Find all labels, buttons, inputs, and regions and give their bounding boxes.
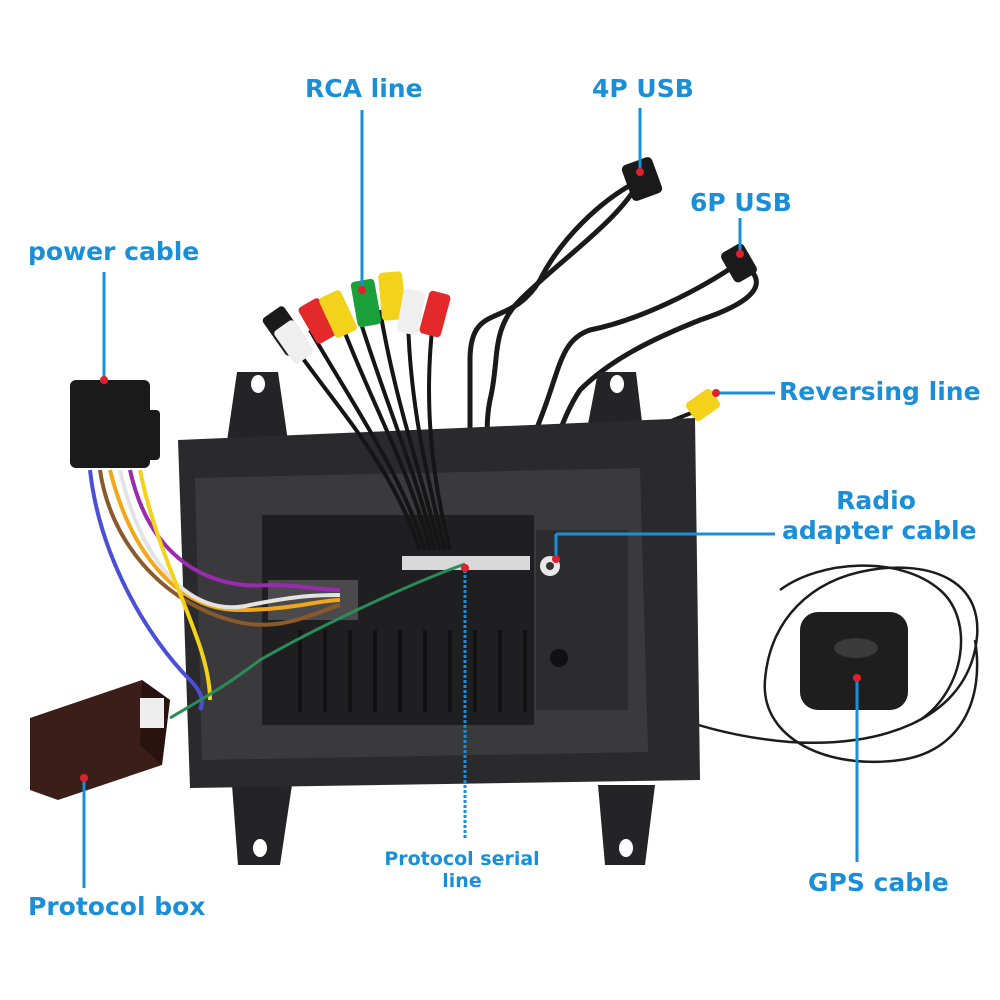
wire-harness xyxy=(88,469,341,711)
label-power-cable: power cable xyxy=(28,237,200,266)
rca-cable-bundle xyxy=(288,309,452,551)
anchor-dot-4p-usb xyxy=(636,168,644,176)
anchor-dot-rca xyxy=(358,286,366,294)
anchor-dot-protocol-box xyxy=(80,774,88,782)
label-radio-adapter-line1: Radio xyxy=(836,486,916,515)
label-reversing-line: Reversing line xyxy=(779,377,981,406)
label-gps-cable: GPS cable xyxy=(808,868,949,897)
label-radio-adapter: Radio adapter cable xyxy=(782,486,977,545)
usb-connectors xyxy=(621,157,757,283)
gps-cable-coil xyxy=(559,564,979,764)
anchor-dot-6p-usb xyxy=(736,250,744,258)
head-unit-frame xyxy=(178,418,700,788)
rca-plugs xyxy=(262,271,451,364)
leader-lines xyxy=(82,108,859,888)
label-protocol-serial-line2: line xyxy=(442,870,482,893)
label-protocol-serial: Protocol serial line xyxy=(380,848,544,893)
protocol-box xyxy=(30,680,170,800)
label-4p-usb: 4P USB xyxy=(592,74,694,103)
anchor-dot-gps xyxy=(853,674,861,682)
label-6p-usb: 6P USB xyxy=(690,188,792,217)
label-radio-adapter-line2: adapter cable xyxy=(782,515,977,545)
anchor-dot-radio xyxy=(552,555,560,563)
anchor-dots xyxy=(80,168,861,782)
gps-antenna xyxy=(800,612,908,710)
protocol-serial-cable xyxy=(169,562,466,720)
label-protocol-serial-line1: Protocol serial xyxy=(384,848,540,870)
power-connector xyxy=(70,380,160,468)
anchor-dot-power xyxy=(100,376,108,384)
heatsink-fins xyxy=(298,630,527,712)
label-rca-line: RCA line xyxy=(305,74,423,103)
label-protocol-box: Protocol box xyxy=(28,892,206,921)
anchor-dot-reversing xyxy=(712,389,720,397)
anchor-dot-serial xyxy=(461,564,469,572)
bracket-holes xyxy=(251,375,633,857)
